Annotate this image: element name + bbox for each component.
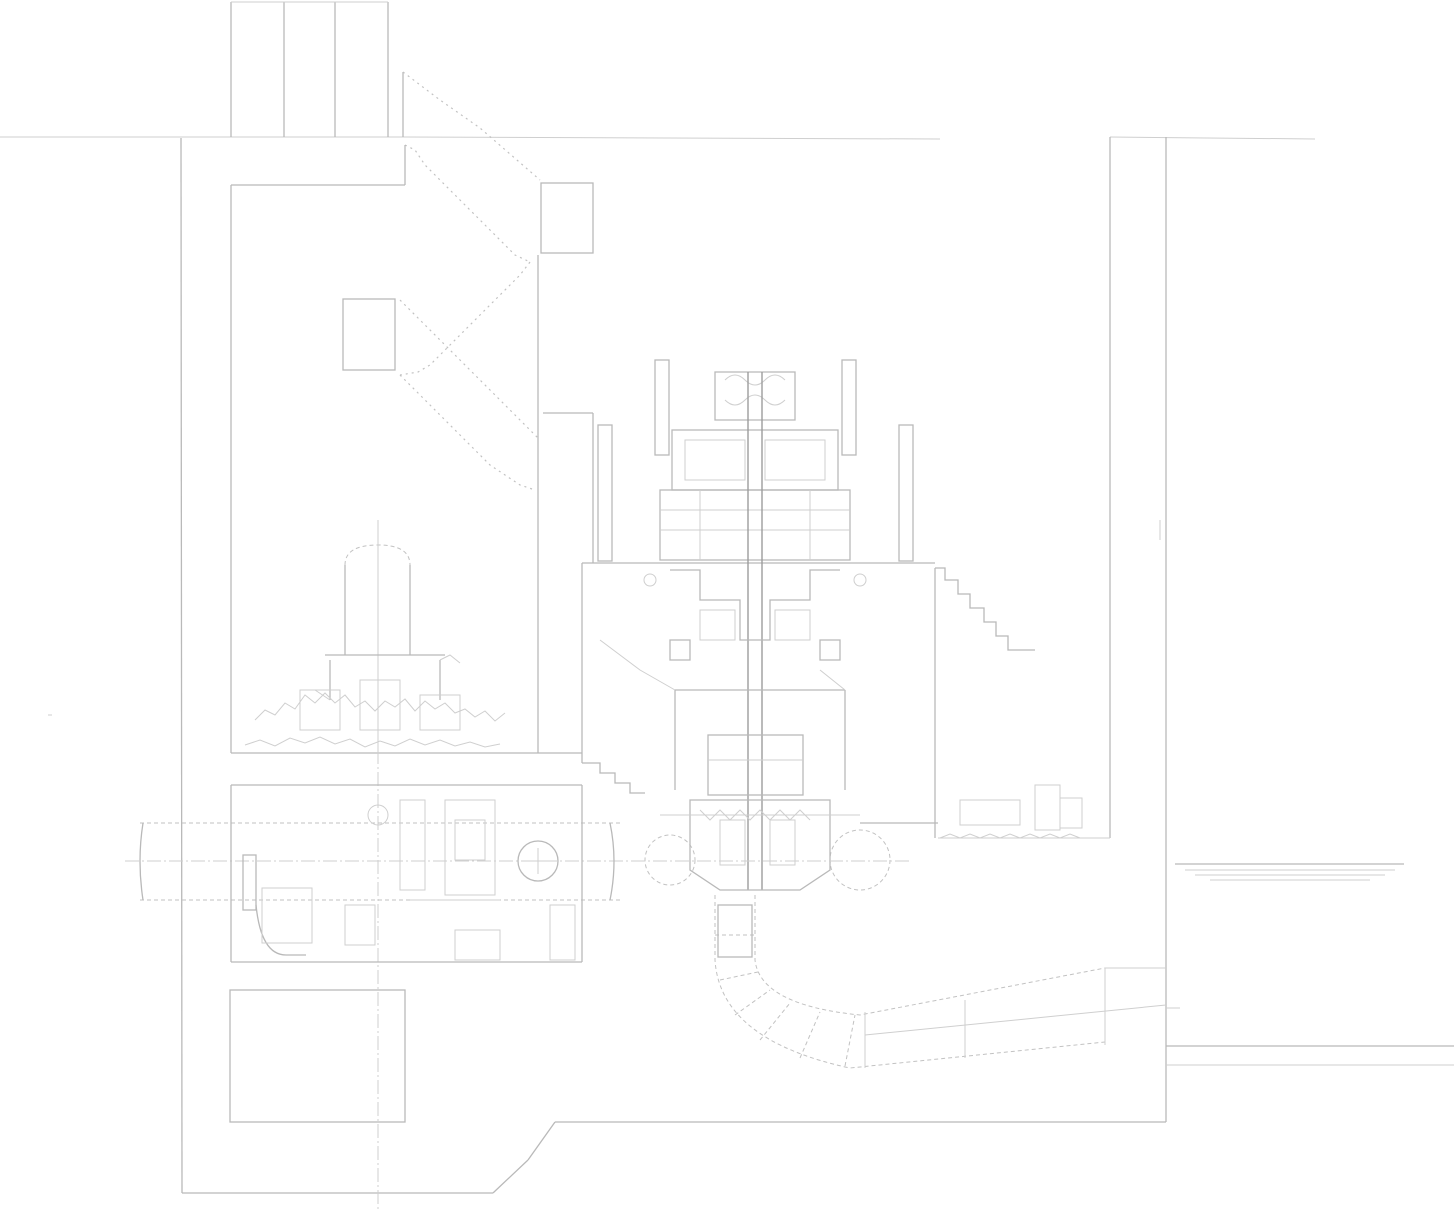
draft-tube: [714, 895, 1167, 1069]
generator-unit: [543, 359, 935, 890]
basement-room: [229, 989, 406, 1123]
margin-marks: [48, 520, 1161, 716]
staircase-right: [934, 567, 1035, 838]
building-outer-wall: [0, 136, 1316, 1194]
auxiliary-machinery-gallery: [230, 784, 583, 963]
staircase-left: [230, 71, 594, 753]
auxiliary-machine-right: [939, 784, 1083, 839]
turbine-spiral-case: [644, 799, 891, 891]
transformer-room: [231, 520, 582, 1211]
cable-shaft: [230, 1, 389, 137]
tailwater-channel: [1166, 863, 1454, 1066]
main-inlet-pipe: [125, 822, 938, 901]
